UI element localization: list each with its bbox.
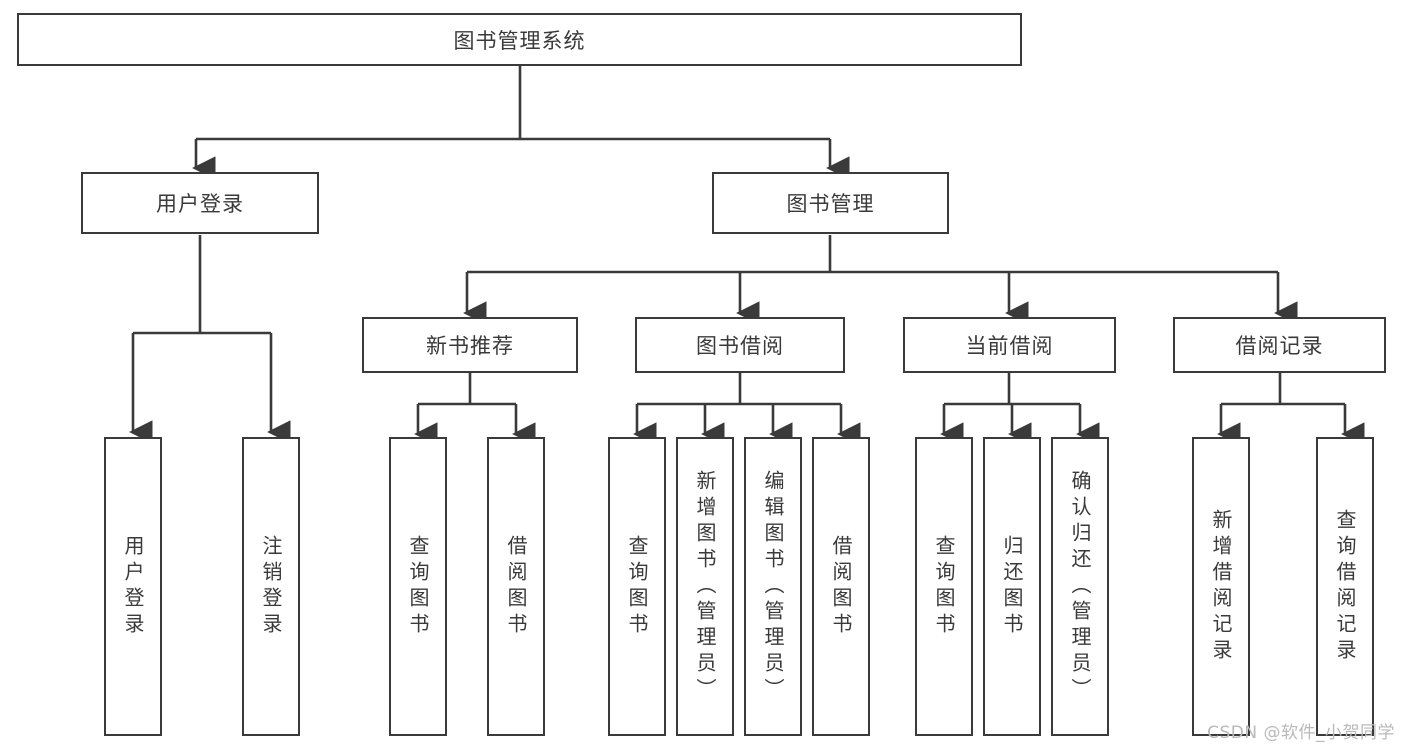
leaf-borrow-books[interactable]: 借阅图书 [812,437,870,736]
leaf-add-borrow-record[interactable]: 新增借阅记录 [1192,437,1250,736]
node-user-login[interactable]: 用户登录 [81,172,319,234]
leaf-user-login[interactable]: 用户登录 [104,437,162,736]
node-borrow-records[interactable]: 借阅记录 [1173,317,1386,373]
leaf-query-books-borrow[interactable]: 查询图书 [608,437,666,736]
leaf-query-books-recommend[interactable]: 查询图书 [389,437,447,736]
leaf-add-book-admin[interactable]: 新增图书（管理员） [676,437,734,736]
leaf-logout[interactable]: 注销登录 [242,437,300,736]
leaf-edit-book-admin[interactable]: 编辑图书（管理员） [744,437,802,736]
node-book-borrow[interactable]: 图书借阅 [635,317,845,373]
leaf-confirm-return-admin[interactable]: 确认归还（管理员） [1051,437,1109,736]
leaf-return-books[interactable]: 归还图书 [983,437,1041,736]
leaf-query-books-current[interactable]: 查询图书 [915,437,973,736]
node-current-borrow[interactable]: 当前借阅 [903,317,1116,373]
leaf-borrow-books-recommend[interactable]: 借阅图书 [487,437,545,736]
node-new-book-recommend[interactable]: 新书推荐 [362,317,578,373]
node-book-management[interactable]: 图书管理 [712,172,949,234]
leaf-query-borrow-record[interactable]: 查询借阅记录 [1316,437,1374,736]
node-root-system[interactable]: 图书管理系统 [17,13,1022,66]
